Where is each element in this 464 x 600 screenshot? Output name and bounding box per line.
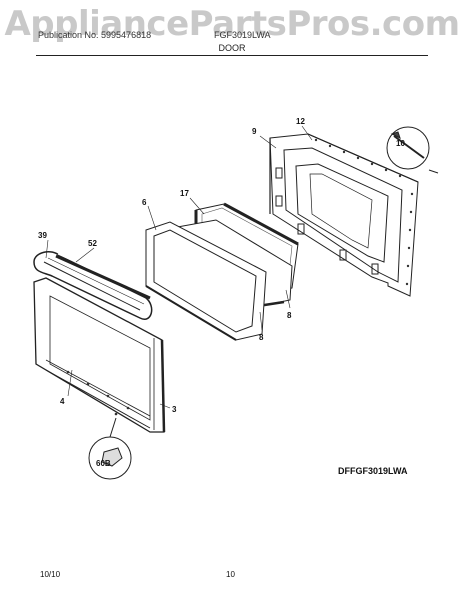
- clip-60b-callout: [88, 417, 132, 480]
- footer-page-number: 10: [226, 570, 235, 579]
- screw-10-callout: [386, 126, 439, 174]
- inner-door-liner: [269, 133, 419, 297]
- door-frame-6: [145, 221, 267, 341]
- handle-trim-52: [55, 253, 153, 300]
- footer-date: 10/10: [40, 570, 61, 579]
- callout-9: 9: [252, 127, 257, 136]
- model-number: FGF3019LWA: [214, 30, 271, 40]
- callout-3: 3: [172, 405, 177, 414]
- leader-lines: [45, 125, 313, 409]
- callout-4: 4: [60, 397, 65, 406]
- callout-12: 12: [296, 117, 305, 126]
- door-handle: [33, 250, 153, 320]
- callout-60b: 60B: [96, 459, 111, 468]
- callout-6: 6: [142, 198, 147, 207]
- diagram-code: DFFGF3019LWA: [338, 466, 408, 476]
- watermark: AppliancePartsPros.com: [4, 4, 460, 44]
- header-rule: [36, 55, 428, 56]
- publication-number: Publication No. 5995476818: [38, 30, 152, 40]
- callout-52: 52: [88, 239, 97, 248]
- callout-39: 39: [38, 231, 47, 240]
- callout-17: 17: [180, 189, 189, 198]
- callout-8-upper: 8: [287, 311, 292, 320]
- outer-door-panel: [33, 277, 166, 433]
- callout-8-lower: 8: [259, 333, 264, 342]
- callout-10: 10: [396, 139, 405, 148]
- section-title: DOOR: [218, 43, 246, 53]
